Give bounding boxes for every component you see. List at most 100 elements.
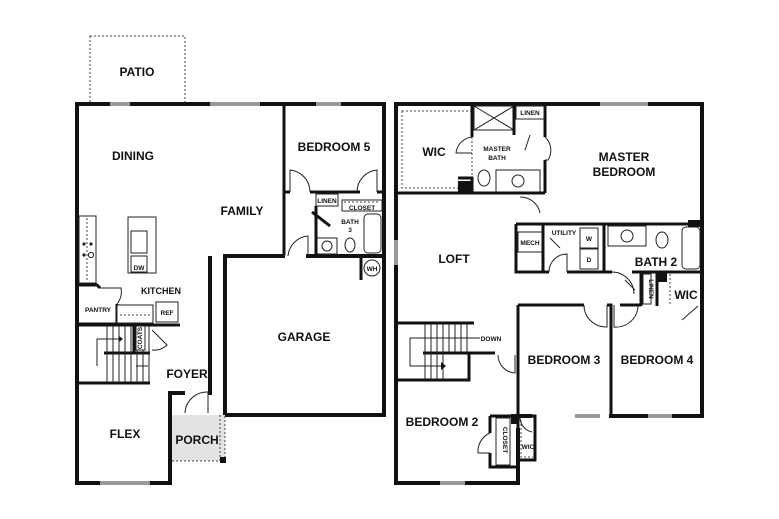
refrigerator <box>155 301 179 323</box>
closet <box>495 417 511 466</box>
stove-burner-icon <box>82 253 86 257</box>
stairs-arrow-icon <box>409 337 480 367</box>
stove-burner-icon <box>87 251 95 259</box>
bedroom3-walls <box>516 303 613 416</box>
room-label-bedroom3: BEDROOM 3 <box>528 353 601 367</box>
stairs-walls <box>396 321 495 382</box>
arrow-head-icon <box>441 362 446 370</box>
pantry-top-wall <box>77 283 102 290</box>
door-swing <box>613 304 639 328</box>
door-swing <box>289 169 311 193</box>
column <box>458 181 472 193</box>
room-label-dw: DW <box>134 265 146 272</box>
room-label-closet-bed2: CLOSET <box>501 427 508 453</box>
room-label-family: FAMILY <box>221 204 264 218</box>
door-swing <box>356 169 378 193</box>
kitchen-sink-icon <box>130 230 148 254</box>
stairs-down: DOWN <box>396 321 502 382</box>
room-label-wh: WH <box>367 266 378 273</box>
room-label-mech: MECH <box>520 240 539 247</box>
washer <box>579 227 599 249</box>
room-label-foyer: FOYER <box>166 367 208 381</box>
room-label-master-bath-2: BATH <box>488 155 506 162</box>
outer-wall-top <box>75 102 386 258</box>
dryer-label: D <box>587 257 592 264</box>
room-label-loft: LOFT <box>438 252 470 266</box>
stairs-down-label: DOWN <box>481 336 502 343</box>
room-label-bedroom4: BEDROOM 4 <box>621 353 694 367</box>
counter <box>116 304 154 324</box>
room-label-utility: UTILITY <box>552 230 577 237</box>
sink-basin-icon <box>321 240 333 252</box>
coat-closet <box>135 325 146 351</box>
stairs-arrow-icon <box>96 338 120 366</box>
room-label-dining: DINING <box>112 149 154 163</box>
dryer <box>579 248 599 270</box>
sink-icon <box>620 229 634 243</box>
room-label-bath2: BATH 2 <box>635 255 678 269</box>
room-label-kitchen: KITCHEN <box>141 286 181 296</box>
stairs <box>77 326 150 385</box>
column <box>688 220 702 227</box>
washer-label: W <box>586 236 593 243</box>
toilet-icon <box>655 231 669 249</box>
room-label-linen: LINEN <box>317 198 337 205</box>
door-swing <box>611 271 635 295</box>
door-swing <box>681 305 699 321</box>
door-swing <box>549 237 561 249</box>
porch-wall <box>168 413 172 483</box>
stove-burner-icon <box>82 242 86 246</box>
door-swing <box>184 391 209 414</box>
room-label-wic-bed2: WIC <box>522 444 535 451</box>
bathtub-icon <box>363 213 382 254</box>
porch-column <box>220 457 226 463</box>
linen-closet <box>315 193 339 207</box>
column <box>657 272 667 282</box>
water-heater-icon <box>363 259 381 277</box>
first-floor: PATIO LINEN CLOSET BATH 3 <box>75 35 386 485</box>
garage-walls <box>223 254 386 417</box>
patio-area <box>89 35 186 105</box>
closet <box>341 199 383 212</box>
stove-burner-icon <box>89 242 93 246</box>
linen-closet <box>642 273 652 305</box>
door-swing <box>477 432 491 454</box>
room-label-bedroom2: BEDROOM 2 <box>406 415 479 429</box>
bedroom2-closet-wall <box>488 416 518 469</box>
linen-closet <box>515 105 545 120</box>
door-swing <box>519 416 533 433</box>
bathtub-icon <box>681 226 701 270</box>
room-label-wic-bed4: WIC <box>674 288 698 302</box>
room-label-master-bath: MASTER <box>483 146 511 153</box>
second-floor: WIC MASTER BATH LINEN MASTER BEDROOM MEC… <box>394 102 704 485</box>
room-label-coats: COATS <box>137 326 144 349</box>
room-label-linen-master: LINEN <box>520 110 540 117</box>
room-label-bedroom5: BEDROOM 5 <box>298 140 371 154</box>
door-swing <box>151 329 168 351</box>
wic-shelf <box>401 110 473 189</box>
door-swing <box>583 304 608 328</box>
room-label-garage: GARAGE <box>278 330 331 344</box>
door-swing <box>524 134 531 151</box>
room-label-master-bedroom: MASTER <box>599 150 650 164</box>
column <box>511 414 519 424</box>
sink-icon <box>511 174 525 188</box>
room-label-bath3-number: 3 <box>348 227 352 234</box>
room-label-master-bedroom-2: BEDROOM <box>593 165 656 179</box>
room-label-ref: REF <box>161 310 174 317</box>
door-swing <box>548 253 568 273</box>
arrow-head-icon <box>119 336 123 342</box>
toilet-icon <box>344 237 356 253</box>
wic-shelf <box>520 420 533 458</box>
room-label-flex: FLEX <box>110 427 141 441</box>
room-label-pantry: PANTRY <box>85 307 112 314</box>
door-swing <box>100 287 122 305</box>
room-label-linen-hall: LINEN <box>647 279 654 299</box>
toilet-icon <box>477 169 491 187</box>
door-swing <box>624 279 636 291</box>
room-label-bath3: BATH <box>341 219 359 226</box>
room-label-patio: PATIO <box>120 65 155 79</box>
bath3-angled-wall <box>311 210 331 228</box>
door-swing <box>455 136 473 154</box>
master-bath-walls <box>512 104 547 193</box>
